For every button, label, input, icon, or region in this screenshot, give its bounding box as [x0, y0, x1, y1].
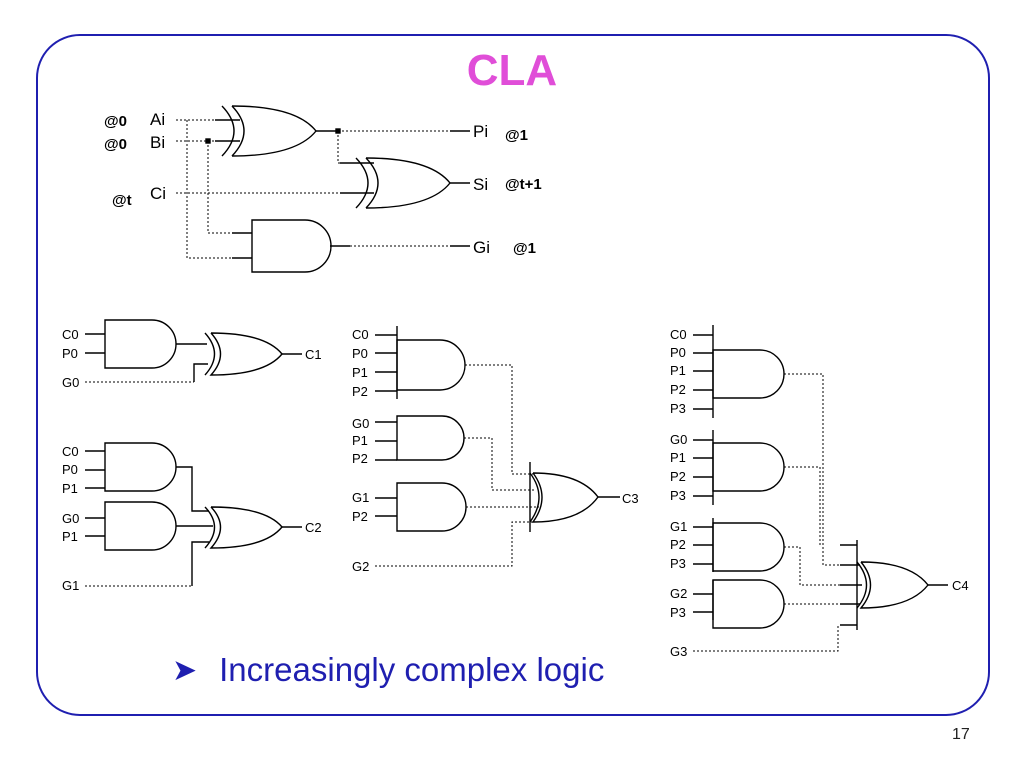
c3-out: C3 — [622, 491, 639, 506]
arrow-bullet-icon: ➤ — [172, 653, 198, 687]
c4-in-p2a: P2 — [670, 382, 686, 397]
c3-or-gate — [529, 462, 599, 532]
top-circuit: @0 Ai @0 Bi @t Ci Pi @1 Si @t+1 Gi @1 — [104, 105, 542, 273]
slide-frame — [36, 34, 990, 716]
c2-and-gate-1 — [104, 442, 177, 492]
c1-or-gate — [204, 332, 283, 376]
c4-and-gate-2 — [712, 442, 785, 492]
c4-in-p0: P0 — [670, 345, 686, 360]
c2-out: C2 — [305, 520, 322, 535]
c4-in-p1a: P1 — [670, 363, 686, 378]
bi-label: Bi — [150, 133, 165, 152]
c1-and-gate — [104, 319, 177, 369]
c3-in-p1a: P1 — [352, 365, 368, 380]
c3-in-p2b: P2 — [352, 451, 368, 466]
xor-gate-p — [221, 105, 317, 157]
ai-timing: @0 — [104, 113, 127, 130]
bullet-text: Increasingly complex logic — [219, 651, 605, 688]
c1-in-p0: P0 — [62, 346, 78, 361]
c4-in-p3c: P3 — [670, 556, 686, 571]
c3-and-gate-1 — [396, 339, 466, 391]
slide-title: CLA — [466, 46, 558, 95]
c3-in-c0: C0 — [352, 327, 369, 342]
bullet-item: ➤ Increasingly complex logic — [172, 648, 604, 692]
c1-out: C1 — [305, 347, 322, 362]
c2-circuit: C0 P0 P1 G0 P1 G1 C2 — [62, 442, 322, 593]
c3-in-g1: G1 — [352, 490, 369, 505]
c3-in-g2: G2 — [352, 559, 369, 574]
c2-or-gate — [204, 506, 283, 549]
c3-in-p2a: P2 — [352, 384, 368, 399]
gi-label: Gi — [473, 238, 490, 257]
c3-circuit: C0 P0 P1 P2 G0 P1 P2 G1 P2 G2 C3 — [352, 326, 639, 574]
c3-in-p2c: P2 — [352, 509, 368, 524]
c4-in-g0: G0 — [670, 432, 687, 447]
c3-in-p1b: P1 — [352, 433, 368, 448]
c4-and-gate-1 — [712, 349, 785, 399]
c4-in-p3b: P3 — [670, 488, 686, 503]
bi-timing: @0 — [104, 136, 127, 153]
c2-in-g1: G1 — [62, 578, 79, 593]
c4-and-gate-3 — [712, 522, 785, 572]
pi-timing: @1 — [505, 127, 528, 144]
c4-in-p2c: P2 — [670, 537, 686, 552]
gi-timing: @1 — [513, 240, 536, 257]
ai-label: Ai — [150, 110, 165, 129]
c1-in-c0: C0 — [62, 327, 79, 342]
c2-in-p1a: P1 — [62, 481, 78, 496]
c4-in-p2b: P2 — [670, 469, 686, 484]
c3-and-gate-3 — [396, 482, 467, 532]
si-timing: @t+1 — [505, 176, 542, 193]
c4-and-gate-4 — [712, 579, 785, 629]
c4-out: C4 — [952, 578, 969, 593]
c1-circuit: C0 P0 G0 C1 — [62, 319, 322, 390]
c4-circuit: C0 P0 P1 P2 P3 G0 P1 P2 P3 G1 P2 P3 G2 P… — [670, 325, 969, 659]
c3-in-g0: G0 — [352, 416, 369, 431]
c4-in-c0: C0 — [670, 327, 687, 342]
ci-timing: @t — [112, 192, 132, 209]
c4-or-gate — [856, 540, 929, 630]
pi-label: Pi — [473, 122, 488, 141]
ci-label: Ci — [150, 184, 166, 203]
si-label: Si — [473, 175, 488, 194]
c2-in-p0: P0 — [62, 462, 78, 477]
c4-in-g1: G1 — [670, 519, 687, 534]
c3-and-gate-2 — [396, 415, 465, 461]
c3-in-p0: P0 — [352, 346, 368, 361]
c2-in-c0: C0 — [62, 444, 79, 459]
c2-in-g0: G0 — [62, 511, 79, 526]
c2-and-gate-2 — [104, 501, 177, 551]
c4-in-p1b: P1 — [670, 450, 686, 465]
c4-in-g2: G2 — [670, 586, 687, 601]
c4-in-g3: G3 — [670, 644, 687, 659]
page-number: 17 — [952, 726, 970, 743]
and-gate-g — [251, 219, 332, 273]
c4-in-p3d: P3 — [670, 605, 686, 620]
c4-in-p3a: P3 — [670, 401, 686, 416]
c1-in-g0: G0 — [62, 375, 79, 390]
c2-in-p1b: P1 — [62, 529, 78, 544]
xor-gate-s — [355, 157, 451, 209]
